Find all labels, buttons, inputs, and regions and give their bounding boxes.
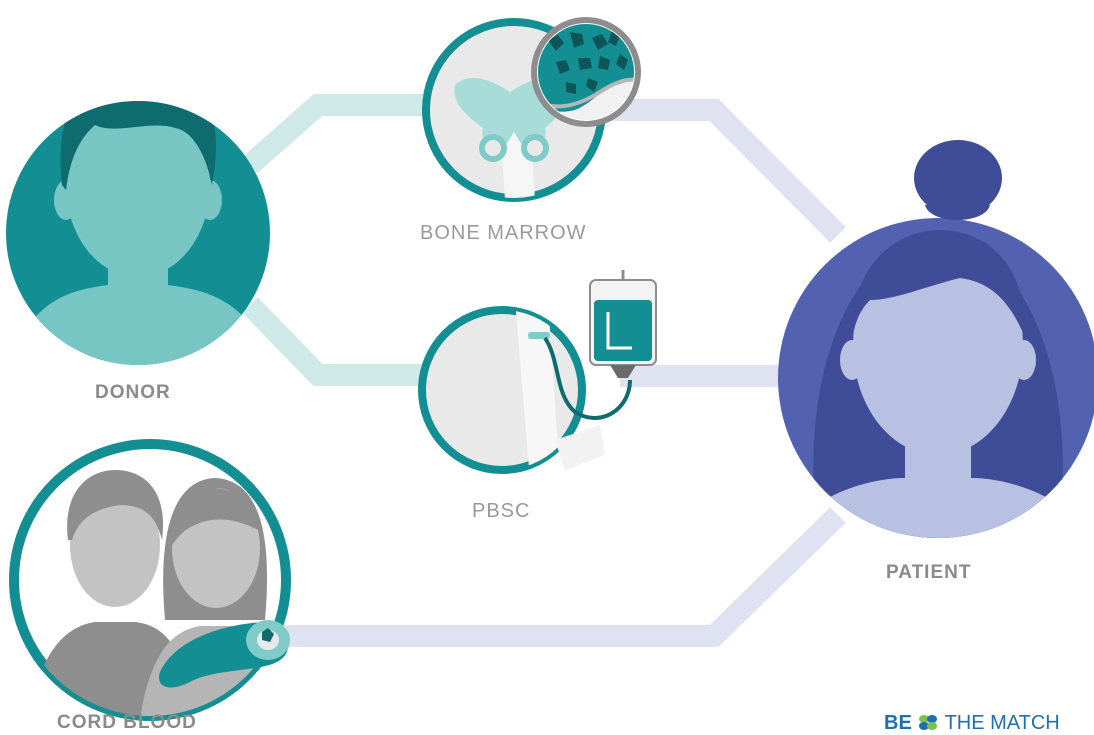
brand-name: THE MATCH: [944, 712, 1060, 734]
patient-label: PATIENT: [886, 562, 972, 583]
umbilical-cord-icon: [159, 620, 290, 688]
bone-marrow-label: BONE MARROW: [420, 222, 587, 244]
donor-to-pbsc-path: [242, 297, 440, 386]
needle-icon: [528, 332, 550, 339]
patient-avatar: [778, 140, 1094, 538]
brand-mark-icon: [919, 715, 938, 730]
bone-marrow-to-patient-path: [600, 99, 846, 243]
cord-blood-icon: [9, 439, 291, 721]
pbsc-label: PBSC: [472, 500, 531, 522]
iv-bag-icon: [589, 270, 657, 378]
donor-to-bone-marrow-path: [242, 94, 440, 174]
pbsc-icon: [418, 270, 657, 474]
connector-paths: [242, 94, 846, 647]
brand-logo: BE THE MATCH: [884, 712, 1060, 735]
cord-to-patient-path: [285, 507, 846, 647]
cord-blood-label: CORD BLOOD: [57, 712, 197, 733]
donor-label: DONOR: [95, 382, 171, 403]
brand-prefix: BE: [884, 712, 912, 734]
bone-marrow-zoom-icon: [531, 17, 641, 127]
donor-avatar: [6, 101, 270, 365]
